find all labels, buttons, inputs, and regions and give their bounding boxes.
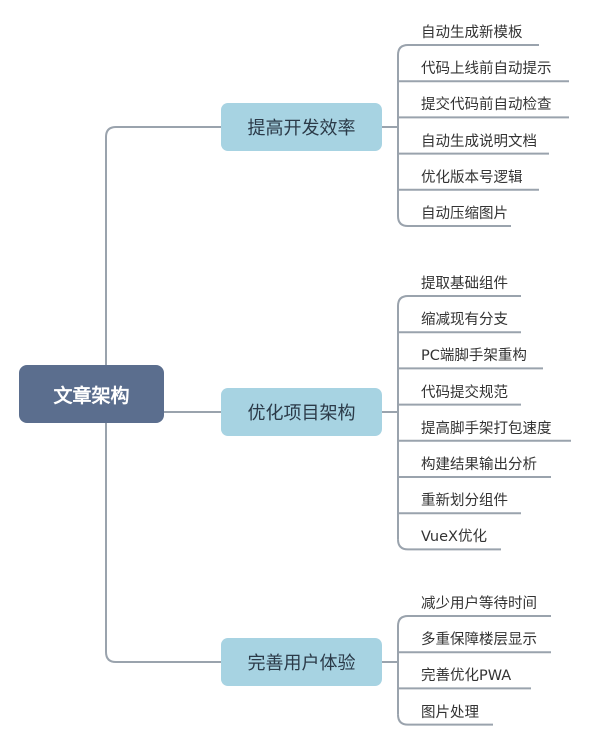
leaf-node: 代码上线前自动提示	[421, 61, 552, 78]
connector-line	[397, 44, 539, 56]
connector-line	[397, 615, 551, 627]
leaf-node: VueX优化	[421, 529, 487, 546]
leaf-node: 提交代码前自动检查	[421, 97, 552, 114]
branch-node: 提高开发效率	[221, 103, 382, 151]
leaf-node: 优化版本号逻辑	[421, 169, 523, 186]
leaf-node: PC端脚手架重构	[421, 348, 527, 365]
connector-line	[397, 714, 493, 726]
leaf-node: 重新划分组件	[421, 493, 508, 510]
leaf-node: 图片处理	[421, 704, 479, 721]
leaf-node: 自动生成说明文档	[421, 133, 537, 150]
connector-line	[397, 539, 501, 551]
leaf-node: 自动生成新模板	[421, 25, 523, 41]
leaf-node: 提取基础组件	[421, 276, 508, 292]
connector-line	[397, 215, 511, 227]
leaf-node: 代码提交规范	[421, 384, 508, 401]
leaf-node: 构建结果输出分析	[421, 457, 537, 473]
connector-line	[397, 295, 521, 307]
leaf-node: 多重保障楼层显示	[421, 632, 537, 649]
leaf-node: 提高脚手架打包速度	[421, 420, 552, 437]
root-node: 文章架构	[19, 365, 164, 423]
leaf-node: 自动压缩图片	[421, 206, 508, 222]
leaf-node: 减少用户等待时间	[421, 596, 537, 612]
branch-node: 优化项目架构	[221, 388, 382, 436]
leaf-node: 完善优化PWA	[421, 668, 512, 685]
leaf-node: 缩减现有分支	[421, 312, 508, 329]
branch-node: 完善用户体验	[221, 638, 382, 686]
